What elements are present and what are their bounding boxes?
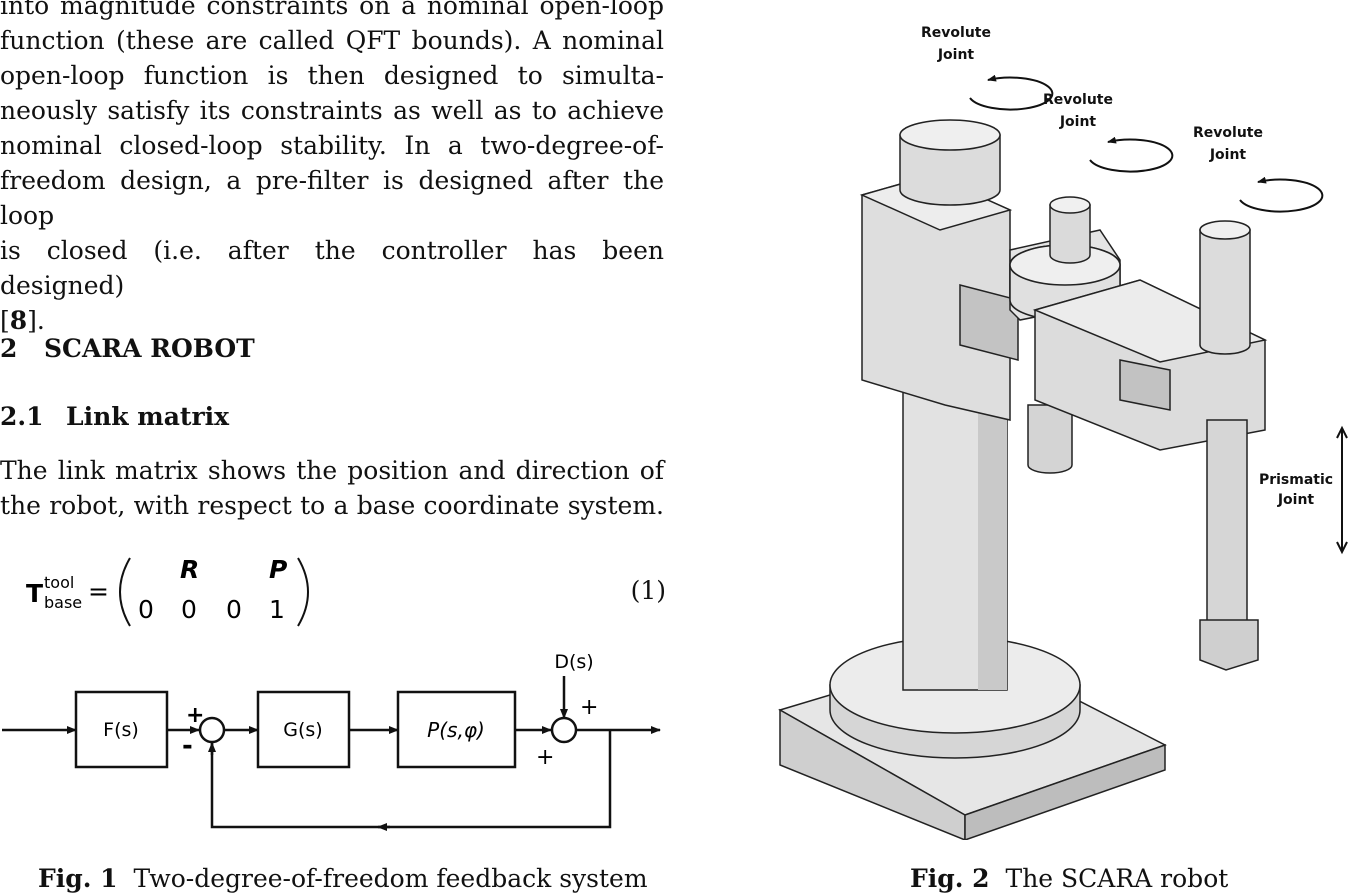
joint3-cylinder — [1199, 229, 1251, 355]
intro-line: neously satisfy its constraints as well … — [0, 96, 664, 125]
matrix-R: R — [180, 555, 199, 584]
equation-number: (1) — [630, 576, 666, 605]
intro-paragraph: into magnitude constraints on a nominal … — [0, 0, 664, 338]
intro-line: is closed (i.e. after the controller has… — [0, 236, 664, 300]
intro-line: function (these are called QFT bounds). … — [0, 26, 664, 55]
sign-plus: + — [536, 745, 554, 770]
citation: [8]. — [0, 306, 45, 335]
revolute-joint-3-label: Joint — [1209, 147, 1247, 163]
prismatic-shaft — [1206, 419, 1248, 651]
fig2-caption: Fig. 2 The SCARA robot — [910, 864, 1228, 893]
joint1-cap — [899, 119, 1001, 151]
citation-number: 8 — [9, 306, 28, 335]
matrix-cell: 0 — [138, 595, 154, 624]
matrix-P: P — [269, 555, 287, 584]
eq-equals: = — [88, 577, 109, 606]
link-line: The link matrix shows the position and d… — [0, 456, 664, 485]
intro-line: nominal closed-loop stability. In a two-… — [0, 131, 664, 160]
sign-minus: - — [182, 731, 193, 761]
feedback-diagram: F(s) G(s) P(s,φ) D(s) + - + + — [2, 651, 661, 831]
plant-block — [396, 690, 517, 769]
right-paren — [297, 557, 309, 627]
matrix-cell: 0 — [181, 595, 197, 624]
matrix-cell: 1 — [269, 595, 285, 624]
scara-robot-figure: Revolute Joint Revolute Joint Revolute J… — [778, 25, 1348, 840]
fig2-caption-text: The SCARA robot — [1005, 864, 1229, 893]
link-paragraph: The link matrix shows the position and d… — [0, 453, 664, 523]
intro-line: open-loop function is then designed to s… — [0, 61, 664, 90]
intro-line: freedom design, a pre-filter is designed… — [0, 166, 664, 230]
controller-label: G(s) — [283, 719, 322, 741]
fig1-caption: Fig. 1 Two-degree-of-freedom feedback sys… — [38, 864, 648, 893]
prefilter-label: F(s) — [103, 719, 139, 741]
revolute-joint-2-label: Revolute — [1043, 92, 1113, 108]
joint1-cylinder — [899, 134, 1001, 206]
shoulder-slot — [959, 284, 1019, 361]
eq-superscript: tool — [44, 573, 74, 592]
left-paren — [119, 557, 131, 627]
revolute-joint-1-label: Revolute — [921, 25, 991, 41]
joint2-cylinder — [1049, 204, 1091, 264]
rotation-arrow-1 — [969, 74, 1054, 111]
joint2-lower — [1027, 404, 1073, 474]
eq-symbol: T — [26, 579, 43, 608]
sign-plus: + — [186, 703, 204, 728]
rotation-arrow-2 — [1089, 136, 1174, 173]
intro-line: into magnitude constraints on a nominal … — [0, 0, 664, 20]
sign-plus: + — [580, 695, 598, 720]
link-line: the robot, with respect to a base coordi… — [0, 491, 664, 520]
revolute-joint-1-label: Joint — [937, 47, 975, 63]
matrix-equation: T tool base = R P 0 0 0 1 — [26, 555, 309, 627]
revolute-joint-2-label: Joint — [1059, 114, 1097, 130]
prismatic-joint-label: Joint — [1277, 492, 1315, 508]
prismatic-joint-label: Prismatic — [1259, 472, 1333, 488]
feedback-path — [210, 730, 612, 829]
base-plate-front — [779, 708, 966, 840]
equation-1: T tool base = R P 0 0 0 1 (1) — [26, 552, 666, 632]
matrix-cell: 0 — [226, 595, 242, 624]
fig1-caption-label: Fig. 1 — [38, 864, 118, 893]
fig1-caption-text: Two-degree-of-freedom feedback system — [133, 864, 648, 893]
base-plate-side — [964, 743, 1166, 840]
arm2-slot — [1119, 359, 1171, 411]
summing-junction-2 — [550, 716, 578, 744]
disturbance-label: D(s) — [554, 651, 593, 673]
end-effector — [1199, 619, 1259, 671]
eq-subscript: base — [44, 593, 82, 612]
revolute-joint-3-label: Revolute — [1193, 125, 1263, 141]
fig2-caption-label: Fig. 2 — [910, 864, 990, 893]
plant-label: P(s,φ) — [427, 718, 485, 742]
rotation-arrow-3 — [1239, 176, 1324, 213]
